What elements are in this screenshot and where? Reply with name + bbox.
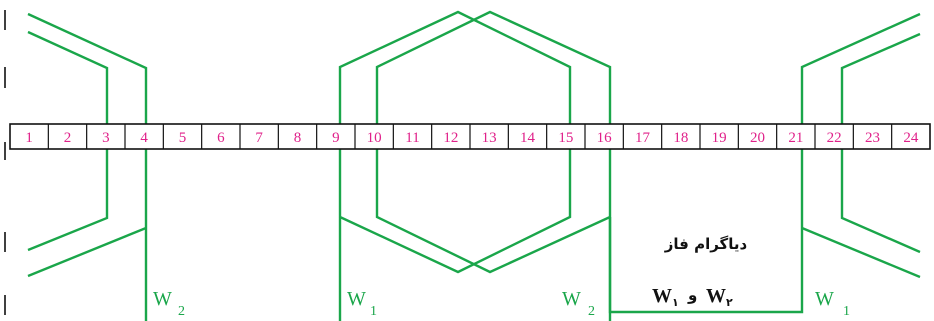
slot-number: 9	[332, 130, 340, 146]
coil-w1-mid	[338, 10, 572, 321]
winding-label-sub: 2	[178, 304, 185, 319]
slot-number: 4	[140, 130, 148, 146]
slot-number: 2	[64, 130, 72, 146]
coil-w1-right-group	[801, 32, 921, 279]
coil-w2-mid-outer	[375, 10, 612, 321]
slot-number: 13	[482, 130, 497, 146]
caption-w2-sub: ۲	[726, 296, 733, 309]
caption-conjunction: و	[687, 286, 697, 304]
slot-number: 7	[255, 130, 263, 146]
coil-w2-mid	[375, 10, 921, 321]
winding-label-sub: 2	[588, 304, 595, 319]
slot-number: 8	[294, 130, 302, 146]
slot-number: 16	[597, 130, 613, 146]
caption-w1-sub: ۱	[672, 296, 679, 309]
winding-label: W	[153, 288, 172, 310]
winding-label: W	[347, 288, 366, 310]
slot-number: 11	[405, 130, 419, 146]
slot-number: 6	[217, 130, 225, 146]
slot-number: 12	[443, 130, 458, 146]
slot-number: 20	[750, 130, 765, 146]
slot-number: 23	[865, 130, 880, 146]
diagram-caption: دیاگرام فاز W ۱ و W ۲	[652, 235, 748, 309]
winding-label: W	[815, 288, 834, 310]
coil-w2-left-outer	[27, 12, 148, 321]
slot-number: 24	[903, 130, 919, 146]
caption-title: دیاگرام فاز	[664, 235, 748, 253]
coil-w2-left-group	[27, 12, 148, 321]
slot-number: 14	[520, 130, 536, 146]
slot-number: 22	[827, 130, 842, 146]
slot-number: 1	[25, 130, 33, 146]
winding-label-sub: 1	[370, 304, 377, 319]
winding-label: W	[562, 288, 581, 310]
slot-number: 19	[712, 130, 727, 146]
slot-number: 3	[102, 130, 110, 146]
slot-number: 17	[635, 130, 651, 146]
winding-labels: W 2 W 1 W 2 W 1	[153, 288, 850, 319]
coil-w2-left-bottom	[27, 226, 147, 278]
coil-w1-right-lower	[801, 226, 921, 279]
slot-number: 5	[179, 130, 187, 146]
coil-w2-loop	[608, 12, 921, 314]
slot-number: 18	[673, 130, 688, 146]
winding-label-sub: 1	[843, 304, 850, 319]
slot-number: 21	[788, 130, 803, 146]
coil-w1-mid-outer	[338, 10, 572, 321]
caption-w1: W	[652, 285, 672, 307]
slot-number: 15	[558, 130, 573, 146]
slot-number: 10	[367, 130, 382, 146]
caption-w2: W	[706, 285, 726, 307]
